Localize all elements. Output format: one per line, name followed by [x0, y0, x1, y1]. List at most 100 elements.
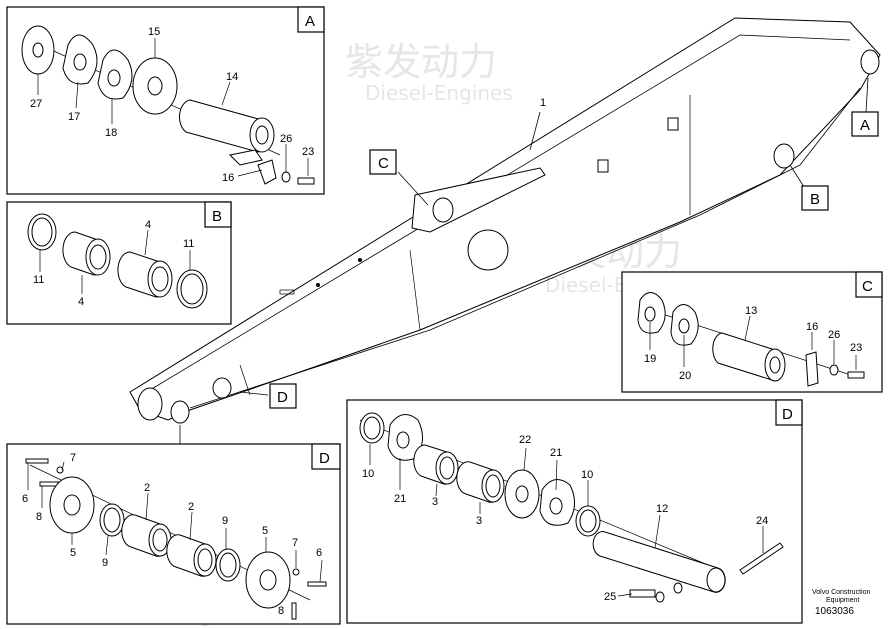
- footer-line-1: Volvo Construction: [812, 589, 870, 596]
- panel-d-left-label-2b: 2: [188, 501, 194, 513]
- callout-c[interactable]: C: [369, 149, 397, 175]
- callout-a[interactable]: A: [851, 111, 879, 137]
- panel-d-right-label-21b: 21: [550, 447, 562, 459]
- panel-a-tag-box: [297, 6, 325, 33]
- panel-c-tag: C: [862, 278, 873, 295]
- watermark-brand: 紫发动力: [345, 40, 497, 84]
- boom-lug: [212, 377, 232, 399]
- panel-d-right-label-24: 24: [756, 515, 768, 527]
- panel-a-label-18: 18: [105, 127, 117, 139]
- boom-top-edge: [149, 34, 851, 391]
- panel-c-label-23: 23: [850, 342, 862, 354]
- panel-d-left-label-8b: 8: [278, 605, 284, 617]
- panel-c-label-13: 13: [745, 305, 757, 317]
- washer-26: [281, 171, 291, 183]
- plate-16b: [257, 159, 277, 185]
- panel-d-right-label-3b: 3: [476, 515, 482, 527]
- footer-block: Volvo Construction Equipment 1063036: [812, 589, 870, 617]
- callout-d-label: D: [277, 389, 288, 406]
- bolt-24: [739, 542, 784, 575]
- panel-a-label-27: 27: [30, 98, 42, 110]
- callout-a-label: A: [860, 117, 870, 134]
- boom-bottom-edge: [189, 87, 861, 409]
- footer-line-2: Equipment: [826, 597, 860, 604]
- pin-8b: [291, 602, 297, 620]
- leader-lines: [179, 77, 869, 445]
- boom-slot: [279, 289, 295, 295]
- detail-panel-c: C 19 20 13 16 26 23: [621, 271, 883, 393]
- pin-8: [39, 481, 59, 487]
- plate-16c: [805, 351, 819, 387]
- plate-16: [228, 149, 263, 166]
- detail-panel-a: A 27 17 18 15 14 26 23 16: [6, 6, 325, 195]
- panel-b-label-11b: 11: [183, 238, 194, 250]
- panel-d-left-label-6: 6: [22, 493, 28, 505]
- panel-d-right-label-25: 25: [604, 591, 616, 603]
- part-number-1: 1: [540, 97, 546, 109]
- bolt-6: [25, 458, 49, 464]
- washer-26c: [829, 364, 839, 376]
- panel-d-right-label-10: 10: [362, 468, 374, 480]
- panel-a-label-26: 26: [280, 133, 292, 145]
- leader-c: [397, 171, 429, 206]
- boom-drawing: [129, 17, 881, 424]
- panel-d-left-tag: D: [319, 450, 330, 467]
- panel-d-right-label-22: 22: [519, 434, 531, 446]
- panel-c-label-19: 19: [644, 353, 656, 365]
- panel-a-label-16: 16: [222, 172, 234, 184]
- callout-b-label: B: [810, 191, 820, 208]
- bracket-pin-c: [432, 197, 454, 223]
- panel-a-label-23: 23: [302, 146, 314, 158]
- boom-hole: [467, 229, 509, 271]
- panel-d-left-label-2: 2: [144, 482, 150, 494]
- panel-d-left-label-7: 7: [70, 452, 76, 464]
- boom-plate: [597, 159, 609, 173]
- watermark-sub: Diesel-Engines: [365, 81, 513, 105]
- callout-b[interactable]: B: [801, 185, 829, 211]
- panel-d-right-label-21: 21: [394, 493, 406, 505]
- boom-body: [129, 17, 881, 421]
- panel-c-label-16: 16: [806, 321, 818, 333]
- panel-d-left-label-6b: 6: [316, 547, 322, 559]
- panel-d-left-label-5: 5: [70, 547, 76, 559]
- bolt-23c: [847, 371, 865, 379]
- boom-marking: [316, 283, 320, 287]
- panel-c-tag-box: [855, 271, 883, 298]
- boom-plate: [667, 117, 679, 131]
- panel-d-left-label-9: 9: [102, 557, 108, 569]
- callout-d[interactable]: D: [269, 383, 297, 409]
- panel-d-left-label-9b: 9: [222, 515, 228, 527]
- leader-1: [529, 111, 541, 151]
- panel-b-label-11: 11: [33, 274, 44, 286]
- detail-panel-d-left: D 7 6 8 5 9 2: [6, 443, 341, 625]
- bolt-6b: [307, 581, 327, 587]
- boom-seam: [409, 249, 421, 331]
- boom-foot-pin-d: [170, 400, 190, 424]
- boom-foot: [137, 387, 163, 421]
- detail-panel-d-right: D 10 21 3 3 22: [346, 399, 803, 624]
- pin-25: [629, 589, 656, 598]
- boom-marking: [358, 258, 362, 262]
- panel-d-left-tag-box: [311, 443, 341, 470]
- leader-d: [239, 391, 269, 396]
- panel-d-right-tag: D: [782, 406, 793, 423]
- boom-pin-b: [773, 143, 795, 169]
- detail-panel-b: B 11 4 4 11: [6, 201, 232, 325]
- callout-c-label: C: [378, 155, 389, 172]
- panel-b-label-4b: 4: [145, 219, 151, 231]
- panel-c-label-20: 20: [679, 370, 691, 382]
- panel-a-label-14: 14: [226, 71, 238, 83]
- panel-d-left-label-5b: 5: [262, 525, 268, 537]
- bolt-23: [297, 177, 315, 185]
- panel-d-left-label-8: 8: [36, 511, 42, 523]
- panel-a-tag: A: [305, 13, 315, 30]
- panel-b-label-4: 4: [78, 296, 84, 308]
- panel-a-label-15: 15: [148, 26, 160, 38]
- leader-a: [865, 77, 869, 113]
- panel-d-left-label-7b: 7: [292, 537, 298, 549]
- panel-c-label-26: 26: [828, 329, 840, 341]
- boom-seam: [239, 364, 251, 396]
- panel-d-right-label-12: 12: [656, 503, 668, 515]
- panel-d-right-tag-box: [775, 399, 803, 426]
